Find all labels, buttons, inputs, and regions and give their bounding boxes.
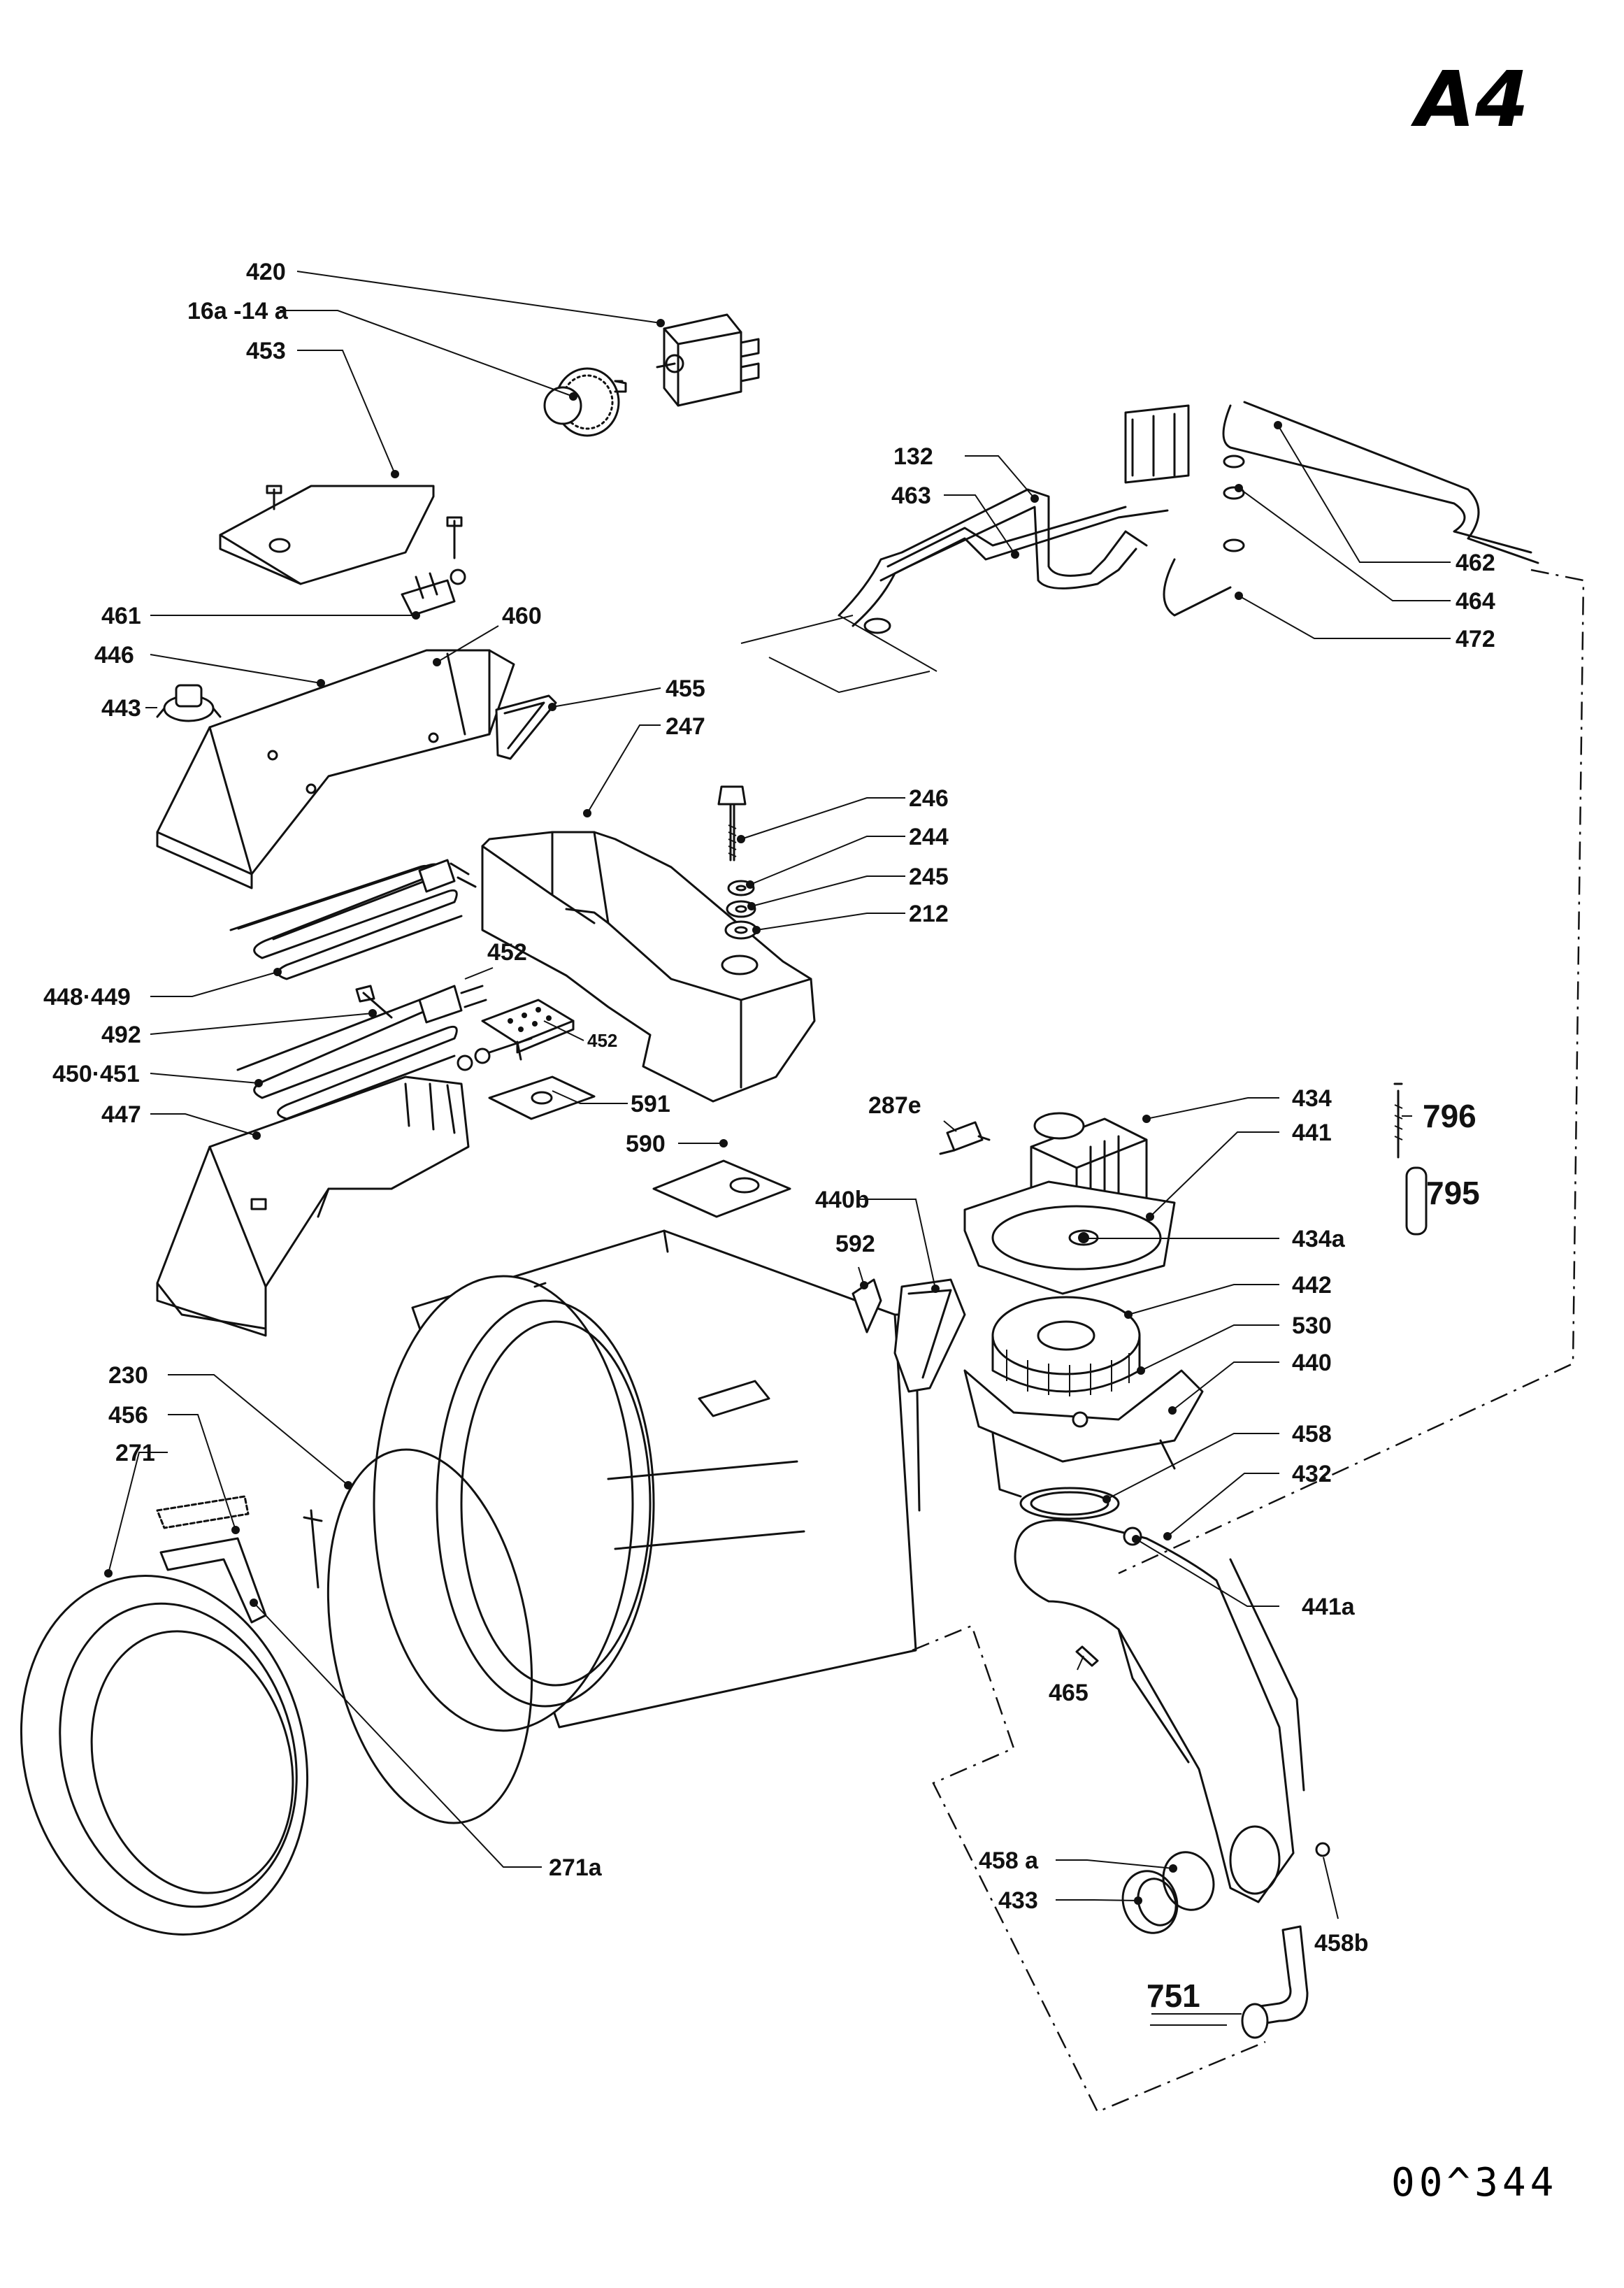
callout-441a: 441a (1302, 1594, 1356, 1620)
part-287e-switch (939, 1121, 991, 1155)
part-458a-seal-ring (1162, 1851, 1215, 1911)
callout-592: 592 (835, 1231, 875, 1257)
callout-464: 464 (1456, 588, 1495, 615)
callout-432: 432 (1292, 1461, 1332, 1487)
callout-212: 212 (909, 901, 949, 927)
part-458-seal (1019, 1487, 1120, 1520)
callout-453: 453 (246, 338, 286, 364)
callout-452-top: 452 (487, 939, 527, 966)
callout-245: 245 (909, 864, 949, 890)
part-458b-nut (1315, 1842, 1330, 1857)
part-441-fan-cover (963, 1180, 1176, 1295)
part-461-clip (401, 569, 466, 617)
callout-433: 433 (998, 1887, 1038, 1914)
callout-452-small: 452 (587, 1030, 617, 1051)
callout-446: 446 (94, 642, 134, 668)
callout-456: 456 (108, 1402, 148, 1429)
part-450-451-heating-element (236, 985, 487, 1120)
callout-448-449: 448·449 (43, 984, 131, 1010)
part-591-plate (457, 1037, 596, 1120)
callout-247: 247 (666, 713, 705, 740)
part-446-upper-housing (156, 649, 515, 889)
document-number: 00^344 (1391, 2160, 1558, 2205)
callout-443: 443 (101, 695, 141, 722)
part-440b-duct-flap (893, 1278, 966, 1393)
callout-795: 795 (1426, 1175, 1480, 1211)
part-230-gasket-ring (303, 1448, 533, 1824)
part-453-cover-plate (219, 485, 463, 585)
part-246-bolt (717, 785, 747, 861)
leader-lines (104, 271, 1451, 2026)
callout-591: 591 (631, 1091, 670, 1117)
callout-455: 455 (666, 675, 705, 702)
callout-458b: 458b (1314, 1930, 1369, 1957)
callout-461: 461 (101, 603, 141, 629)
part-16a-14a-knob (543, 367, 627, 437)
callout-246: 246 (909, 785, 949, 812)
callout-590: 590 (626, 1131, 666, 1157)
callout-751: 751 (1147, 1978, 1200, 2014)
callout-16a-14a: 16a -14 a (187, 298, 289, 324)
callout-132: 132 (893, 443, 933, 470)
part-590-pad (652, 1159, 791, 1218)
callout-271a: 271a (549, 1854, 603, 1881)
callout-230: 230 (108, 1362, 148, 1389)
callout-434a: 434a (1292, 1226, 1346, 1252)
callout-465: 465 (1049, 1680, 1088, 1706)
dashed-connection-drum-outlet (912, 1624, 1266, 2113)
part-drum (373, 1229, 921, 1732)
part-443-thermostat (156, 684, 222, 722)
callout-440b: 440b (815, 1187, 870, 1213)
part-751-drain-hose (1241, 1925, 1309, 2039)
part-420-selector-switch (656, 313, 760, 407)
sheet-id: A4 (1410, 55, 1529, 144)
callout-442: 442 (1292, 1272, 1332, 1299)
callout-462: 462 (1456, 550, 1495, 576)
callout-287e: 287e (868, 1092, 921, 1119)
part-492-screw (355, 985, 393, 1019)
callout-472: 472 (1456, 626, 1495, 652)
callout-796: 796 (1423, 1098, 1476, 1134)
callout-458a: 458 a (979, 1847, 1039, 1874)
part-796-probe (1393, 1082, 1403, 1159)
callout-458: 458 (1292, 1421, 1332, 1447)
callout-530: 530 (1292, 1313, 1332, 1339)
part-465-pin (1075, 1645, 1099, 1667)
part-452-terminal-block (481, 999, 575, 1054)
part-440-fan-housing (963, 1369, 1204, 1498)
part-271-door-seal (20, 1495, 309, 1936)
callout-460: 460 (502, 603, 542, 629)
part-447-lower-housing (156, 1075, 470, 1337)
callout-440: 440 (1292, 1350, 1332, 1376)
callout-271: 271 (115, 1440, 155, 1466)
callout-463: 463 (891, 482, 931, 509)
callout-447: 447 (101, 1101, 141, 1128)
callout-441: 441 (1292, 1120, 1332, 1146)
part-433-clamp (1121, 1870, 1179, 1934)
part-247-air-duct (481, 831, 816, 1103)
callout-434: 434 (1292, 1085, 1332, 1112)
callout-420: 420 (246, 259, 286, 285)
part-442-fan-wheel (991, 1296, 1141, 1396)
callout-244: 244 (909, 824, 949, 850)
part-432-outlet-duct (1014, 1519, 1305, 1903)
dashed-connection-hose-route (1118, 569, 1585, 1575)
part-hoses (838, 401, 1539, 634)
part-455-gasket (495, 694, 557, 760)
part-448-449-heating-element (229, 859, 477, 980)
callout-492: 492 (101, 1022, 141, 1048)
part-795-sleeve (1405, 1166, 1428, 1236)
callout-450-451: 450·451 (52, 1061, 140, 1087)
part-callout-labels: 420 16a -14 a 453 461 446 460 443 455 24… (43, 259, 1495, 2014)
